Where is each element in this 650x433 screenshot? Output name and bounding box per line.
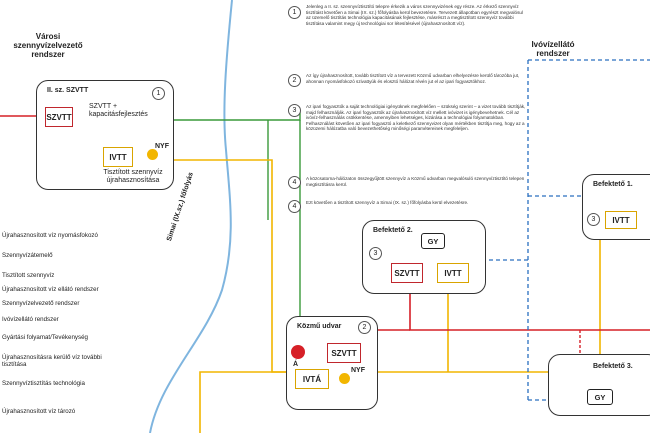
step-3-num: 3	[288, 104, 301, 117]
bef1-box: Befektető 1. 3 IVTT	[582, 174, 650, 240]
bef3-box: Befektető 3. GY	[548, 354, 650, 416]
step-4b-text: Ezt követően a tisztított szennyvíz a Si…	[306, 200, 469, 205]
legend-item-6: Gyártási folyamat/Tevékenység	[2, 334, 88, 341]
step-1-text: Jelenleg a II. sz. szennyvíztisztító tel…	[306, 4, 523, 26]
kozmu-nyf-label: NYF	[351, 367, 365, 374]
szvtt2-step-num: 1	[152, 87, 165, 100]
bef3-gy-unit: GY	[587, 389, 613, 405]
kozmu-title: Közmű udvar	[297, 323, 342, 330]
bef1-title: Befektető 1.	[593, 181, 633, 188]
sewer-pump-icon	[291, 345, 305, 359]
bef2-title: Befektető 2.	[373, 227, 413, 234]
river-line	[149, 0, 233, 433]
bef2-ivtt-unit: IVTT	[437, 263, 469, 283]
legend-item-0: Újrahasznosított víz nyomásfokozó	[2, 232, 98, 239]
kozmu-a-label: Á	[293, 361, 299, 368]
legend-item-2: Tisztított szennyvíz	[2, 272, 55, 279]
nyf-pump-icon	[147, 149, 158, 160]
step-2-text: Az így újrahasznosított, tovább tisztíto…	[306, 73, 520, 84]
bef1-step-num: 3	[587, 213, 600, 226]
szvtt2-sub: Tisztított szennyvíz újrahasznosítása	[103, 169, 163, 184]
szvtt2-box: II. sz. SZVTT 1 SZVTT SZVTT + kapacitásf…	[36, 80, 174, 190]
step-3-text: Az ipari fogyasztók a saját technológiai…	[306, 104, 526, 132]
legend-item-5: Ivóvízellátó rendszer	[2, 316, 59, 323]
kozmu-nyf-icon	[339, 373, 350, 384]
reuse-main-line	[148, 159, 292, 373]
bef2-gy-unit: GY	[421, 233, 445, 249]
szvtt2-nyf-label: NYF	[155, 143, 169, 150]
kozmu-szvtt-unit: SZVTT	[327, 343, 361, 363]
bef2-step-num: 3	[369, 247, 382, 260]
szvtt2-title: II. sz. SZVTT	[47, 87, 89, 94]
bef3-title: Befektető 3.	[593, 363, 633, 370]
bef2-szvtt-unit: SZVTT	[391, 263, 423, 283]
legend-item-8: Szennyvíztisztítás technológia	[2, 380, 85, 387]
city-sewer-title: Városi szennyvízelvezető rendszer	[13, 32, 83, 59]
legend-item-4: Szennyvízelvezető rendszer	[2, 300, 80, 307]
legend-item-7: Újrahasznosításra kerülő víz további tis…	[2, 354, 102, 368]
legend-item-9: Újrahasznosított víz tározó	[2, 408, 76, 415]
reuse-west-line	[199, 371, 292, 433]
szvtt2-ivtt-unit: IVTT	[103, 147, 133, 167]
kozmu-box: Közmű udvar 2 Á SZVTT IVTÁ NYF	[286, 316, 378, 410]
step-4a-num: 4	[288, 176, 301, 189]
szvtt2-desc: SZVTT + kapacitásfejlesztés	[89, 103, 148, 118]
legend-item-1: Szennyvízátemelő	[2, 252, 53, 259]
step-4a-text: A közcsatorna-hálózaton összegyűjtött sz…	[306, 176, 525, 187]
szvtt2-szvtt-unit: SZVTT	[45, 107, 73, 127]
step-4b-num: 4	[288, 200, 301, 213]
drinking-water-title: Ivóvízellátó rendszer	[531, 40, 575, 58]
sewer-bef-line	[409, 290, 650, 331]
step-1-num: 1	[288, 6, 301, 19]
bef1-ivtt-unit: IVTT	[605, 211, 637, 229]
kozmu-ivta-unit: IVTÁ	[295, 369, 329, 389]
legend-item-3: Újrahasznosított víz ellátó rendszer	[2, 286, 99, 293]
kozmu-step-num: 2	[358, 321, 371, 334]
bef2-box: Befektető 2. 3 GY SZVTT IVTT	[362, 220, 486, 294]
step-2-num: 2	[288, 74, 301, 87]
